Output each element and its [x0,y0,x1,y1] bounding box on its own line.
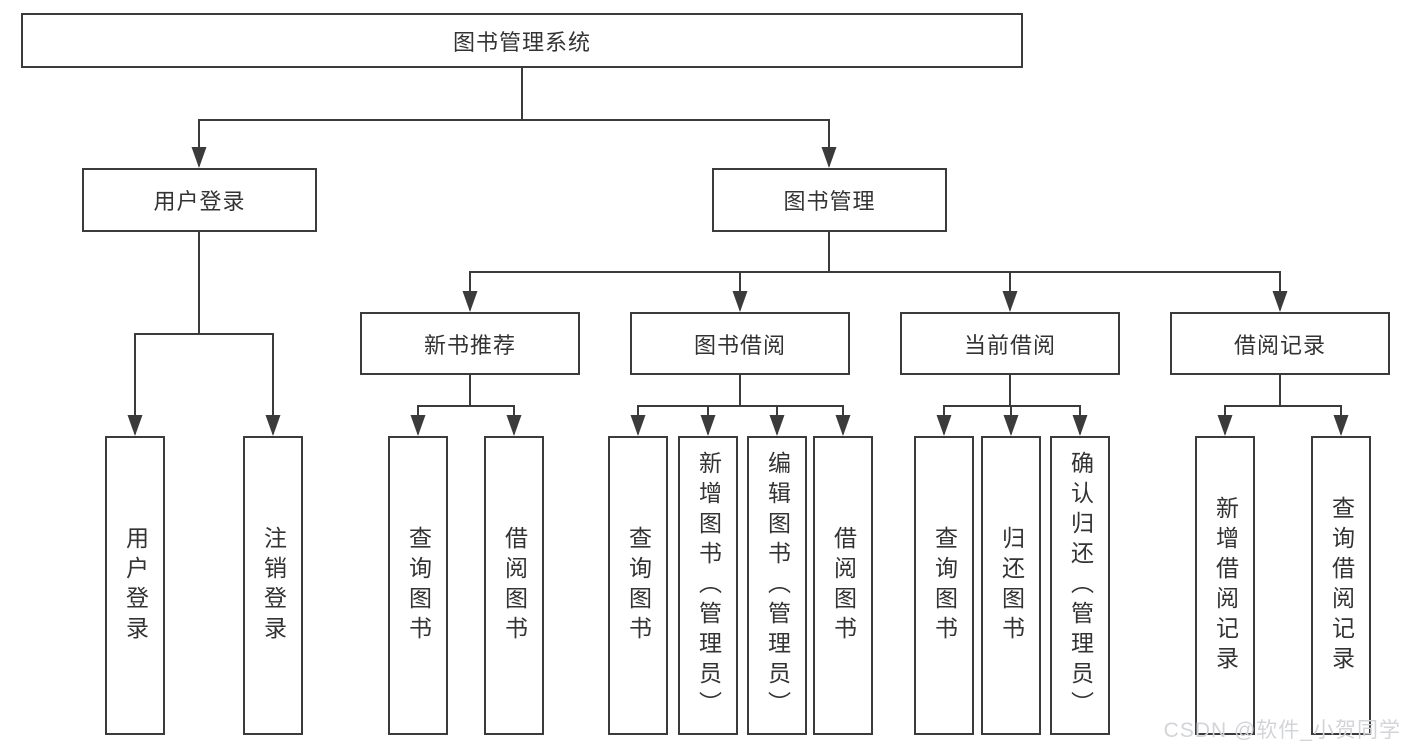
leaf-confirm-return-admin: 确认归还（管理员） [1050,436,1110,735]
node-book-borrowing: 图书借阅 [630,312,850,375]
node-label: 查询图书 [625,525,652,646]
leaf-query-books: 查询图书 [914,436,974,735]
node-book-management: 图书管理 [712,168,947,232]
node-new-book-recommendation: 新书推荐 [360,312,580,375]
node-label: 用户登录 [122,525,149,646]
leaf-return-books: 归还图书 [981,436,1041,735]
leaf-edit-books-admin: 编辑图书（管理员） [747,436,807,735]
leaf-add-books-admin: 新增图书（管理员） [678,436,738,735]
leaf-query-books: 查询图书 [388,436,448,735]
node-user-login: 用户登录 [82,168,317,232]
node-label: 查询图书 [931,525,958,646]
node-label: 借阅图书 [501,525,528,646]
node-label: 图书管理 [783,189,876,214]
node-label: 借阅记录 [1233,332,1326,358]
leaf-borrow-books: 借阅图书 [484,436,544,735]
node-label: 注销登录 [260,525,287,646]
leaf-borrow-books: 借阅图书 [813,436,873,735]
leaf-query-books: 查询图书 [608,436,668,735]
node-label: 用户登录 [153,189,246,214]
node-library-management-system: 图书管理系统 [21,13,1023,68]
node-current-borrowing: 当前借阅 [900,312,1120,375]
node-label: 当前借阅 [963,332,1056,358]
leaf-query-borrow-record: 查询借阅记录 [1311,436,1371,735]
leaf-logout: 注销登录 [243,436,303,735]
node-label: 新书推荐 [423,332,516,358]
node-label: 编辑图书（管理员） [764,450,791,721]
leaf-user-login: 用户登录 [105,436,165,735]
node-label: 查询借阅记录 [1328,495,1355,676]
node-label: 新增借阅记录 [1212,495,1239,676]
csdn-watermark: CSDN @软件_小贺同学 [1163,719,1401,742]
node-label: 归还图书 [998,525,1025,646]
node-label: 借阅图书 [830,525,857,646]
node-label: 新增图书（管理员） [695,450,722,721]
node-label: 图书管理系统 [452,29,591,55]
node-label: 确认归还（管理员） [1067,450,1094,721]
node-borrowing-records: 借阅记录 [1170,312,1390,375]
leaf-add-borrow-record: 新增借阅记录 [1195,436,1255,735]
node-label: 查询图书 [405,525,432,646]
node-label: 图书借阅 [693,332,786,358]
